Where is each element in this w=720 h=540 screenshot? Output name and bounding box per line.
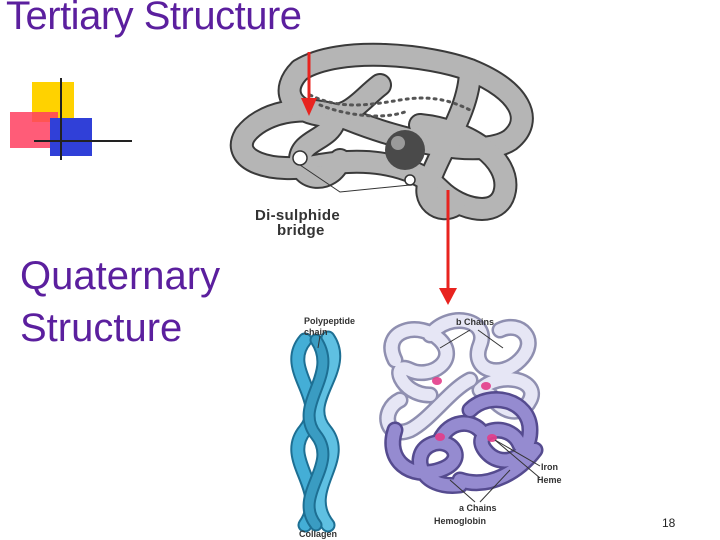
slide-title: Tertiary Structure [6, 0, 302, 38]
subtitle-line-1: Quaternary [20, 254, 221, 298]
a-chains-label: a Chains [459, 503, 497, 513]
heme-label: Heme [537, 475, 562, 485]
disulphide-label-line-1: Di-sulphide [255, 207, 340, 224]
page-number: 18 [662, 516, 676, 530]
iron-label: Iron [541, 462, 558, 472]
hemoglobin-label: Hemoglobin [434, 516, 486, 526]
polypeptide-label-line-2: chain [304, 327, 328, 337]
decorative-logo [10, 78, 135, 163]
disulphide-label: Di-sulphide bridge [255, 208, 340, 238]
subtitle-line-2: Structure [20, 306, 183, 350]
collagen-label: Collagen [299, 529, 338, 539]
disulphide-label-line-2: bridge [277, 222, 325, 239]
polypeptide-label-line-1: Polypeptide [304, 316, 356, 326]
slide-subtitle: Quaternary Structure [20, 250, 220, 354]
polypeptide-label: Polypeptide chain [304, 316, 355, 338]
b-chains-label: b Chains [456, 317, 495, 327]
